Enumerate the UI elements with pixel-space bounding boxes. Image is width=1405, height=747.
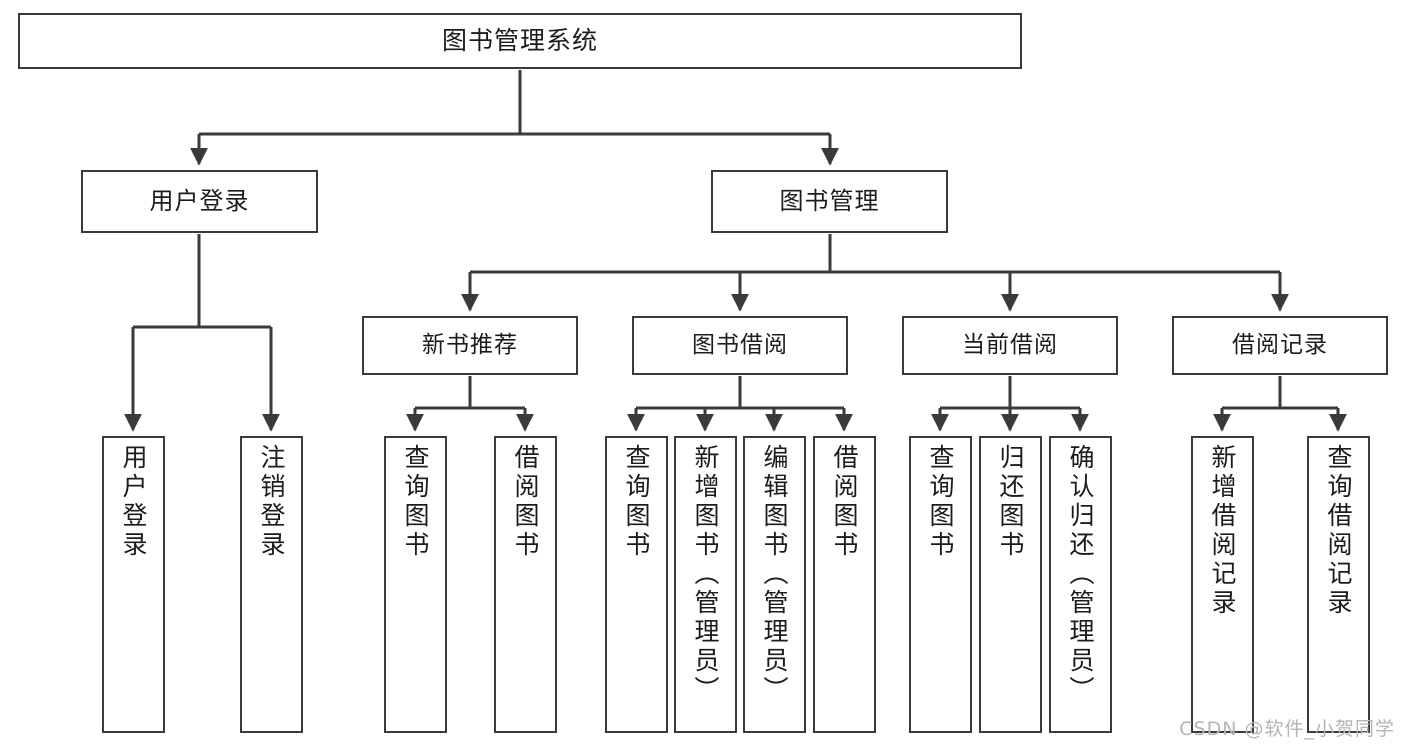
- node-leaf-query-book-1[interactable]: 查询图书: [384, 436, 447, 733]
- node-new-book-recommend[interactable]: 新书推荐: [362, 316, 578, 375]
- node-book-manage-label: 图书管理: [779, 186, 880, 215]
- node-current-borrow-label: 当前借阅: [962, 332, 1058, 359]
- node-book-borrow[interactable]: 图书借阅: [632, 316, 848, 375]
- node-leaf-query-book-3-label: 查询图书: [926, 444, 955, 560]
- node-user-login[interactable]: 用户登录: [81, 170, 318, 233]
- node-current-borrow[interactable]: 当前借阅: [902, 316, 1118, 375]
- node-leaf-return-book[interactable]: 归还图书: [979, 436, 1042, 733]
- node-leaf-confirm-return[interactable]: 确认归还（管理员）: [1049, 436, 1112, 733]
- node-borrow-record-label: 借阅记录: [1232, 332, 1328, 359]
- node-book-manage[interactable]: 图书管理: [711, 170, 948, 233]
- node-leaf-query-record-label: 查询借阅记录: [1324, 444, 1353, 618]
- node-leaf-borrow-book-1[interactable]: 借阅图书: [494, 436, 557, 733]
- node-leaf-user-login-label: 用户登录: [119, 444, 148, 560]
- node-leaf-return-book-label: 归还图书: [996, 444, 1025, 560]
- node-new-book-recommend-label: 新书推荐: [422, 332, 518, 359]
- node-leaf-borrow-book-1-label: 借阅图书: [511, 444, 540, 560]
- node-leaf-query-book-2-label: 查询图书: [622, 444, 651, 560]
- node-leaf-edit-book[interactable]: 编辑图书（管理员）: [743, 436, 806, 733]
- node-leaf-query-book-3[interactable]: 查询图书: [909, 436, 972, 733]
- node-leaf-edit-book-label: 编辑图书（管理员）: [760, 444, 789, 705]
- node-user-login-label: 用户登录: [149, 186, 250, 215]
- node-leaf-confirm-return-label: 确认归还（管理员）: [1066, 444, 1095, 705]
- node-leaf-add-record[interactable]: 新增借阅记录: [1191, 436, 1254, 733]
- watermark: CSDN @软件_小贺同学: [1179, 718, 1395, 740]
- node-leaf-borrow-book-2-label: 借阅图书: [830, 444, 859, 560]
- node-book-borrow-label: 图书借阅: [692, 332, 788, 359]
- node-leaf-user-login[interactable]: 用户登录: [102, 436, 165, 733]
- node-root[interactable]: 图书管理系统: [18, 13, 1022, 69]
- node-leaf-borrow-book-2[interactable]: 借阅图书: [813, 436, 876, 733]
- node-leaf-add-record-label: 新增借阅记录: [1208, 444, 1237, 618]
- node-leaf-add-book-label: 新增图书（管理员）: [691, 444, 720, 705]
- node-leaf-logout-login[interactable]: 注销登录: [240, 436, 303, 733]
- node-borrow-record[interactable]: 借阅记录: [1172, 316, 1388, 375]
- node-leaf-query-book-1-label: 查询图书: [401, 444, 430, 560]
- node-leaf-query-record[interactable]: 查询借阅记录: [1307, 436, 1370, 733]
- node-root-label: 图书管理系统: [441, 25, 598, 55]
- node-leaf-logout-login-label: 注销登录: [257, 444, 286, 560]
- node-leaf-add-book[interactable]: 新增图书（管理员）: [674, 436, 737, 733]
- node-leaf-query-book-2[interactable]: 查询图书: [605, 436, 668, 733]
